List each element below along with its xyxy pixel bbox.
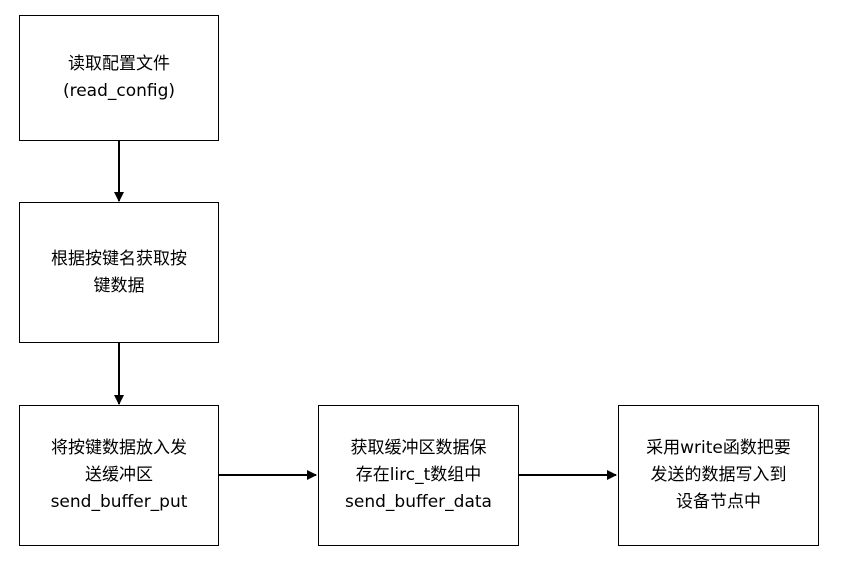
node-save-lirc-array: 获取缓冲区数据保 存在lirc_t数组中 send_buffer_data xyxy=(318,405,519,546)
node-read-config-line-1: 读取配置文件 xyxy=(67,54,170,74)
node-save-lirc-array-line-1: 获取缓冲区数据保 xyxy=(350,438,487,458)
node-get-key-data-line-2: 键数据 xyxy=(93,275,145,296)
node-put-send-buffer-line-1: 将按键数据放入发 xyxy=(51,438,187,458)
node-write-device-node-line-1: 采用write函数把要 xyxy=(646,438,791,458)
node-save-lirc-array-line-2: 存在lirc_t数组中 xyxy=(355,465,482,485)
node-put-send-buffer-line-2: 送缓冲区 xyxy=(85,465,153,485)
node-write-device-node-line-3: 设备节点中 xyxy=(676,492,761,512)
node-put-send-buffer: 将按键数据放入发 送缓冲区 send_buffer_put xyxy=(19,405,219,546)
node-read-config: 读取配置文件 (read_config) xyxy=(19,15,219,141)
node-read-config-line-2: (read_config) xyxy=(62,81,176,101)
node-write-device-node-line-2: 发送的数据写入到 xyxy=(650,465,787,485)
node-get-key-data-line-1: 根据按键名获取按 xyxy=(51,248,187,269)
node-put-send-buffer-line-3: send_buffer_put xyxy=(50,492,188,512)
node-write-device-node: 采用write函数把要 发送的数据写入到 设备节点中 xyxy=(618,405,819,546)
node-save-lirc-array-line-3: send_buffer_data xyxy=(345,492,492,512)
node-get-key-data: 根据按键名获取按 键数据 xyxy=(19,202,219,343)
